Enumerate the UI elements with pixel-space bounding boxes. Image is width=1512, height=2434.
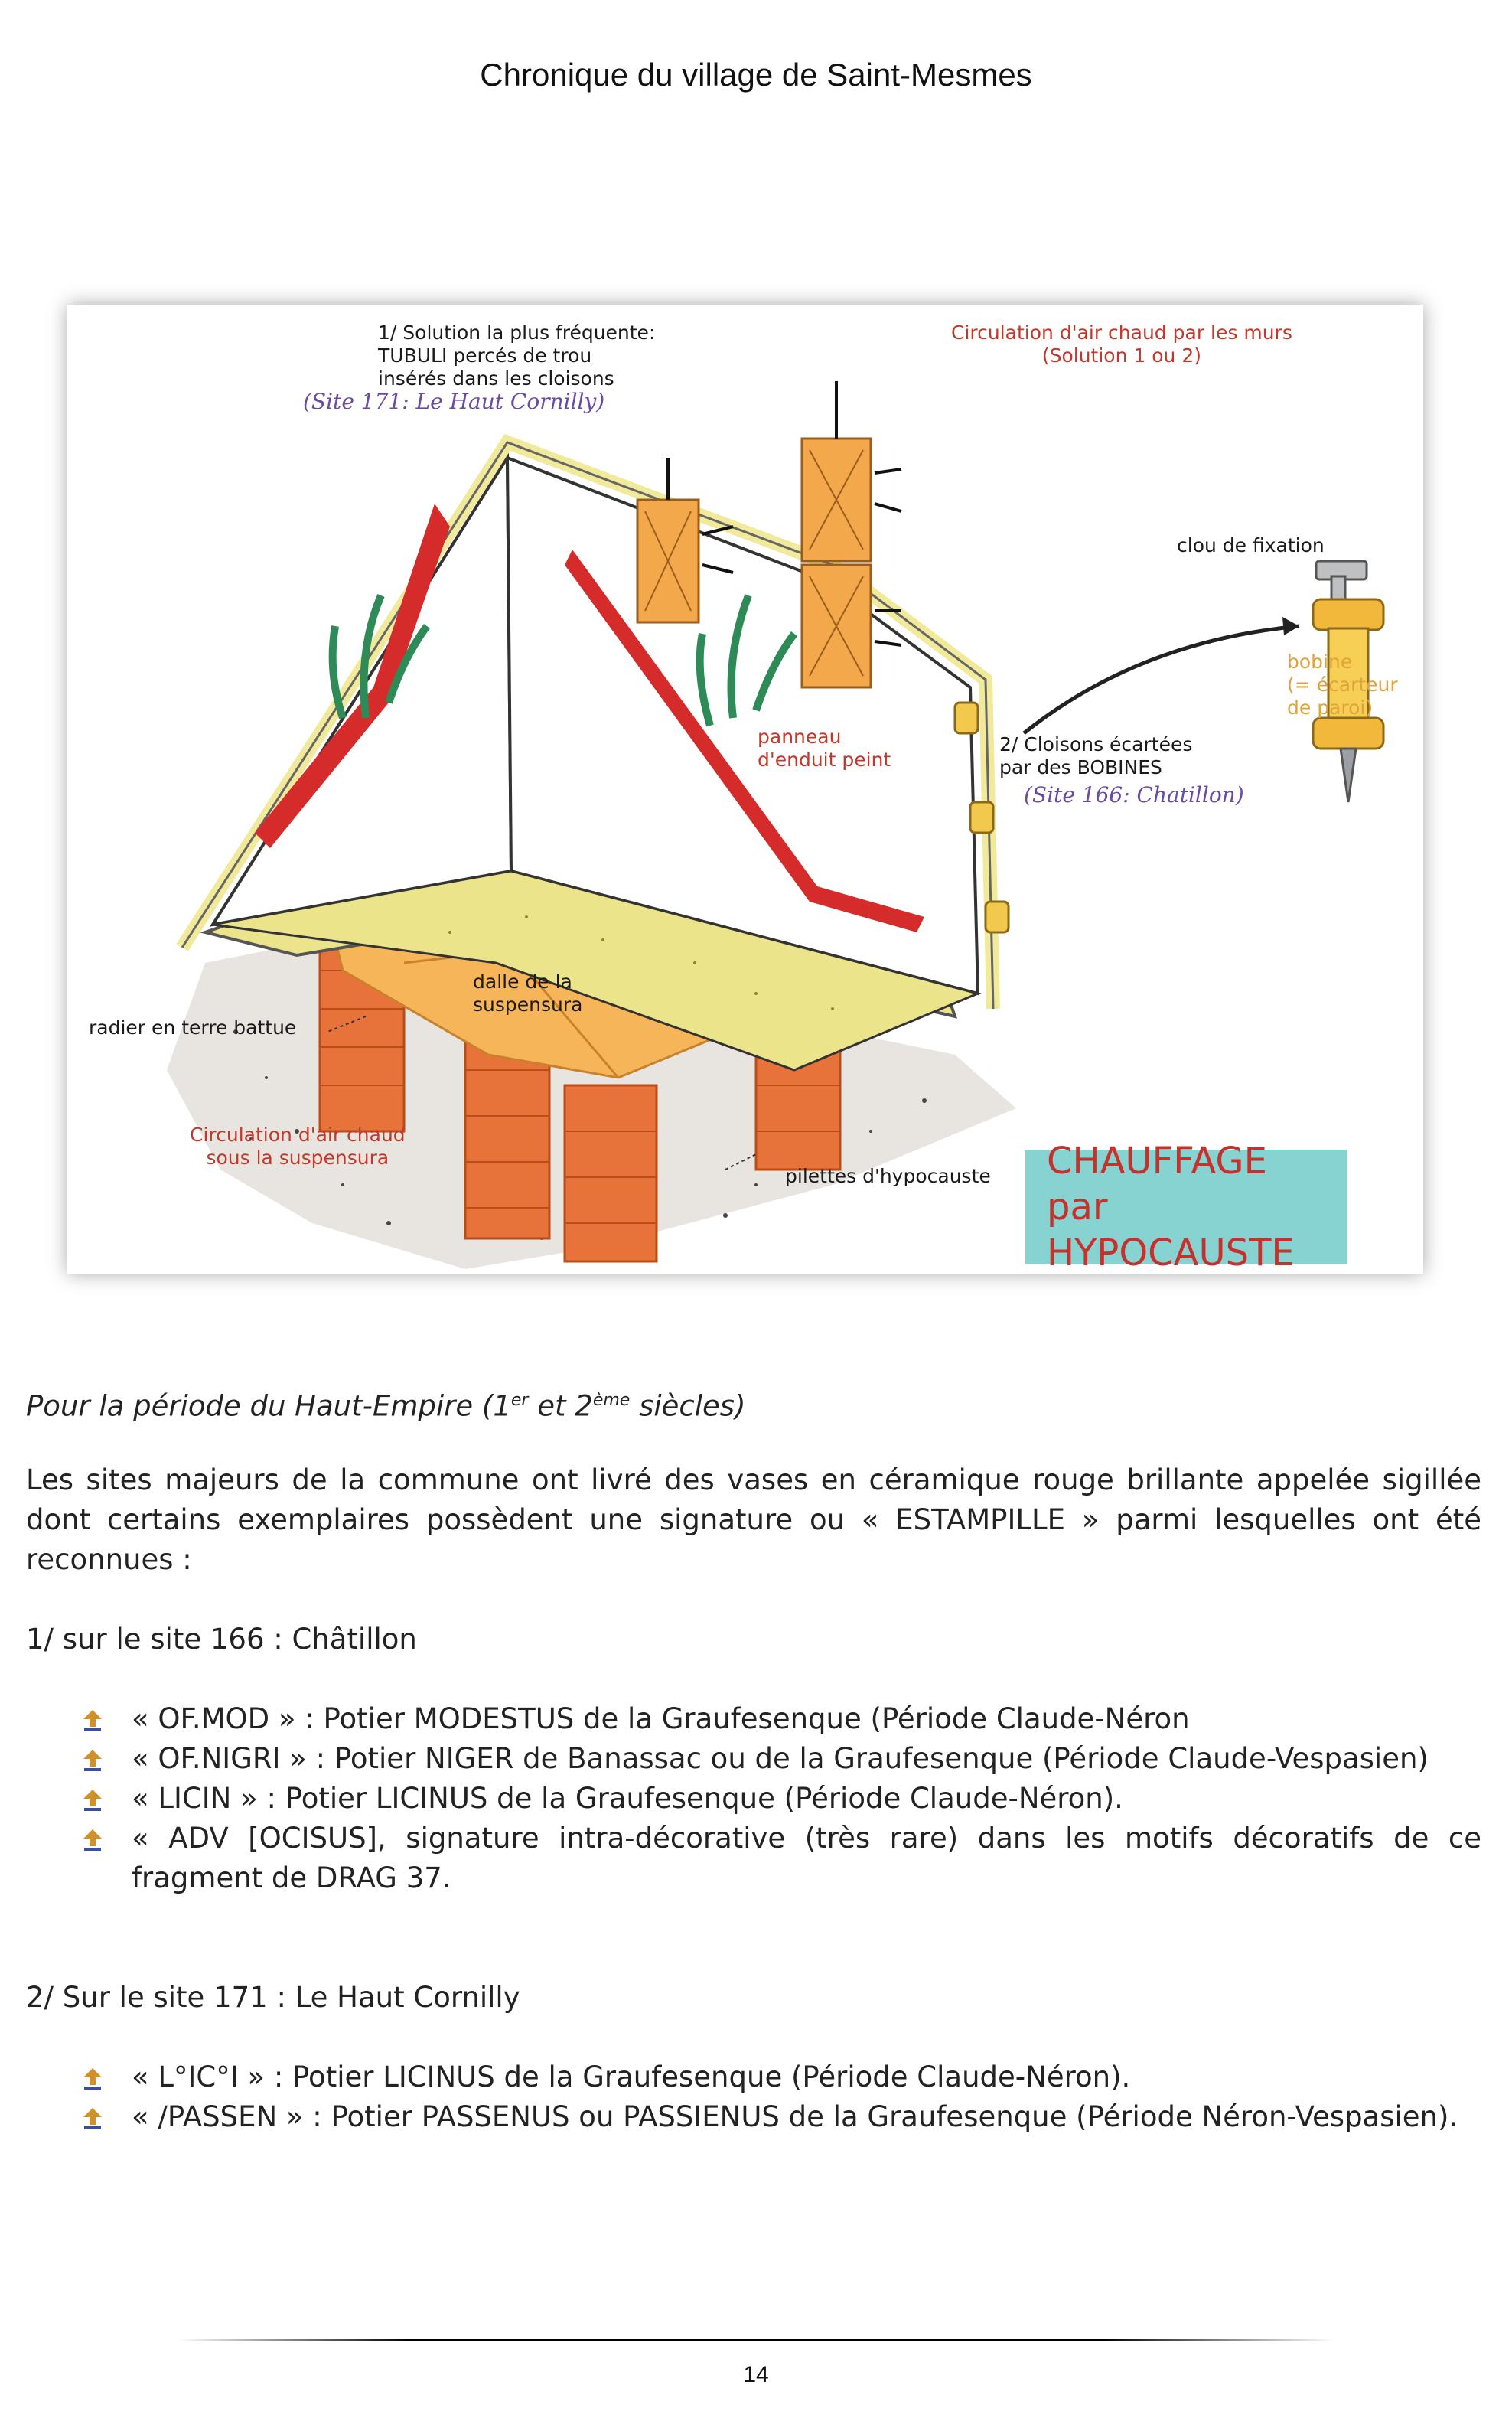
label-bobine: bobine (= écarteur de paroi) xyxy=(1287,651,1398,719)
label-solution-2: 2/ Cloisons écartées par des BOBINES xyxy=(999,733,1192,779)
bullet-arrow-icon xyxy=(83,1790,102,1811)
bullet-arrow-icon xyxy=(83,2068,102,2090)
period-pre: Pour la période du Haut-Empire (1 xyxy=(26,1389,511,1423)
label-circulation-murs-line1: Circulation d'air chaud par les murs xyxy=(951,321,1292,344)
label-bobine-line2: (= écarteur xyxy=(1287,674,1398,696)
period-sup-1: er xyxy=(510,1391,529,1410)
label-bobine-line1: bobine xyxy=(1287,651,1353,673)
bullet-arrow-icon xyxy=(83,1710,102,1731)
label-solution-1-line1: 1/ Solution la plus fréquente: xyxy=(378,321,656,344)
list-item: « LICIN » : Potier LICINUS de la Graufes… xyxy=(0,1779,1481,1819)
label-dalle-line1: dalle de la xyxy=(473,971,572,993)
list-item-text: « LICIN » : Potier LICINUS de la Graufes… xyxy=(132,1782,1123,1815)
label-clou: clou de fixation xyxy=(1177,534,1325,556)
list-item-text: « L°IC°I » : Potier LICINUS de la Graufe… xyxy=(132,2060,1131,2093)
hypocaust-diagram: 1/ Solution la plus fréquente: TUBULI pe… xyxy=(67,305,1423,1274)
site-2-list: « L°IC°I » : Potier LICINUS de la Graufe… xyxy=(0,2057,1481,2137)
label-dalle-line2: suspensura xyxy=(473,994,583,1016)
list-item-text: « OF.NIGRI » : Potier NIGER de Banassac … xyxy=(132,1742,1429,1775)
label-solution-1-line2: TUBULI percés de trou xyxy=(378,344,592,367)
label-solution-2-line1: 2/ Cloisons écartées xyxy=(999,733,1193,755)
label-circulation-sous: Circulation d'air chaud sous la suspensu… xyxy=(190,1124,406,1170)
label-site-166: (Site 166: Chatillon) xyxy=(1024,782,1244,808)
list-item: « L°IC°I » : Potier LICINUS de la Graufe… xyxy=(0,2057,1481,2097)
bullet-arrow-icon xyxy=(83,2108,102,2129)
period-sup-2: ème xyxy=(592,1391,631,1410)
label-circulation-murs: Circulation d'air chaud par les murs (So… xyxy=(951,321,1292,367)
period-heading: Pour la période du Haut-Empire (1er et 2… xyxy=(26,1381,1481,1426)
page-number: 14 xyxy=(743,2362,769,2387)
period-mid: et 2 xyxy=(528,1389,593,1423)
list-item-text: « /PASSEN » : Potier PASSENUS ou PASSIEN… xyxy=(132,2100,1458,2133)
label-panneau: panneau d'enduit peint xyxy=(758,726,891,772)
hypocaust-illustration xyxy=(167,381,1385,1269)
footer-divider xyxy=(178,2339,1334,2341)
bullet-arrow-icon xyxy=(83,1750,102,1771)
bullet-arrow-icon xyxy=(83,1829,102,1851)
list-item: « OF.MOD » : Potier MODESTUS de la Grauf… xyxy=(0,1699,1481,1739)
diagram-title-line2: par HYPOCAUSTE xyxy=(1047,1186,1295,1274)
label-circulation-sous-line1: Circulation d'air chaud xyxy=(190,1124,406,1146)
diagram-title-box: CHAUFFAGE par HYPOCAUSTE xyxy=(1025,1140,1347,1274)
site-2-heading: 2/ Sur le site 171 : Le Haut Cornilly xyxy=(26,1981,520,2014)
label-radier: radier en terre battue xyxy=(89,1016,297,1039)
label-solution-1-line3: insérés dans les cloisons xyxy=(378,367,614,390)
label-site-171: (Site 171: Le Haut Cornilly) xyxy=(303,389,605,414)
list-item: « ADV [OCISUS], signature intra-décorati… xyxy=(0,1819,1481,1898)
intro-paragraph: Les sites majeurs de la commune ont livr… xyxy=(26,1463,1481,1576)
page-header-title: Chronique du village de Saint-Mesmes xyxy=(480,57,1032,93)
diagram-title-line1: CHAUFFAGE xyxy=(1047,1140,1267,1183)
list-item: « OF.NIGRI » : Potier NIGER de Banassac … xyxy=(0,1739,1481,1779)
label-dalle: dalle de la suspensura xyxy=(473,971,582,1016)
label-panneau-line1: panneau xyxy=(758,726,842,748)
label-bobine-line3: de paroi) xyxy=(1287,697,1374,719)
list-item-text: « ADV [OCISUS], signature intra-décorati… xyxy=(132,1822,1481,1894)
label-pilettes: pilettes d'hypocauste xyxy=(785,1165,991,1187)
label-circulation-murs-line2: (Solution 1 ou 2) xyxy=(1041,344,1201,367)
label-panneau-line2: d'enduit peint xyxy=(758,749,891,771)
list-item: « /PASSEN » : Potier PASSENUS ou PASSIEN… xyxy=(0,2097,1481,2137)
period-post: siècles) xyxy=(630,1389,746,1423)
list-item-text: « OF.MOD » : Potier MODESTUS de la Grauf… xyxy=(132,1702,1190,1735)
site-1-heading: 1/ sur le site 166 : Châtillon xyxy=(26,1623,417,1656)
label-circulation-sous-line2: sous la suspensura xyxy=(206,1147,389,1169)
label-solution-1: 1/ Solution la plus fréquente: TUBULI pe… xyxy=(378,321,655,390)
site-1-list: « OF.MOD » : Potier MODESTUS de la Grauf… xyxy=(0,1699,1481,1898)
label-solution-2-line2: par des BOBINES xyxy=(999,756,1162,778)
